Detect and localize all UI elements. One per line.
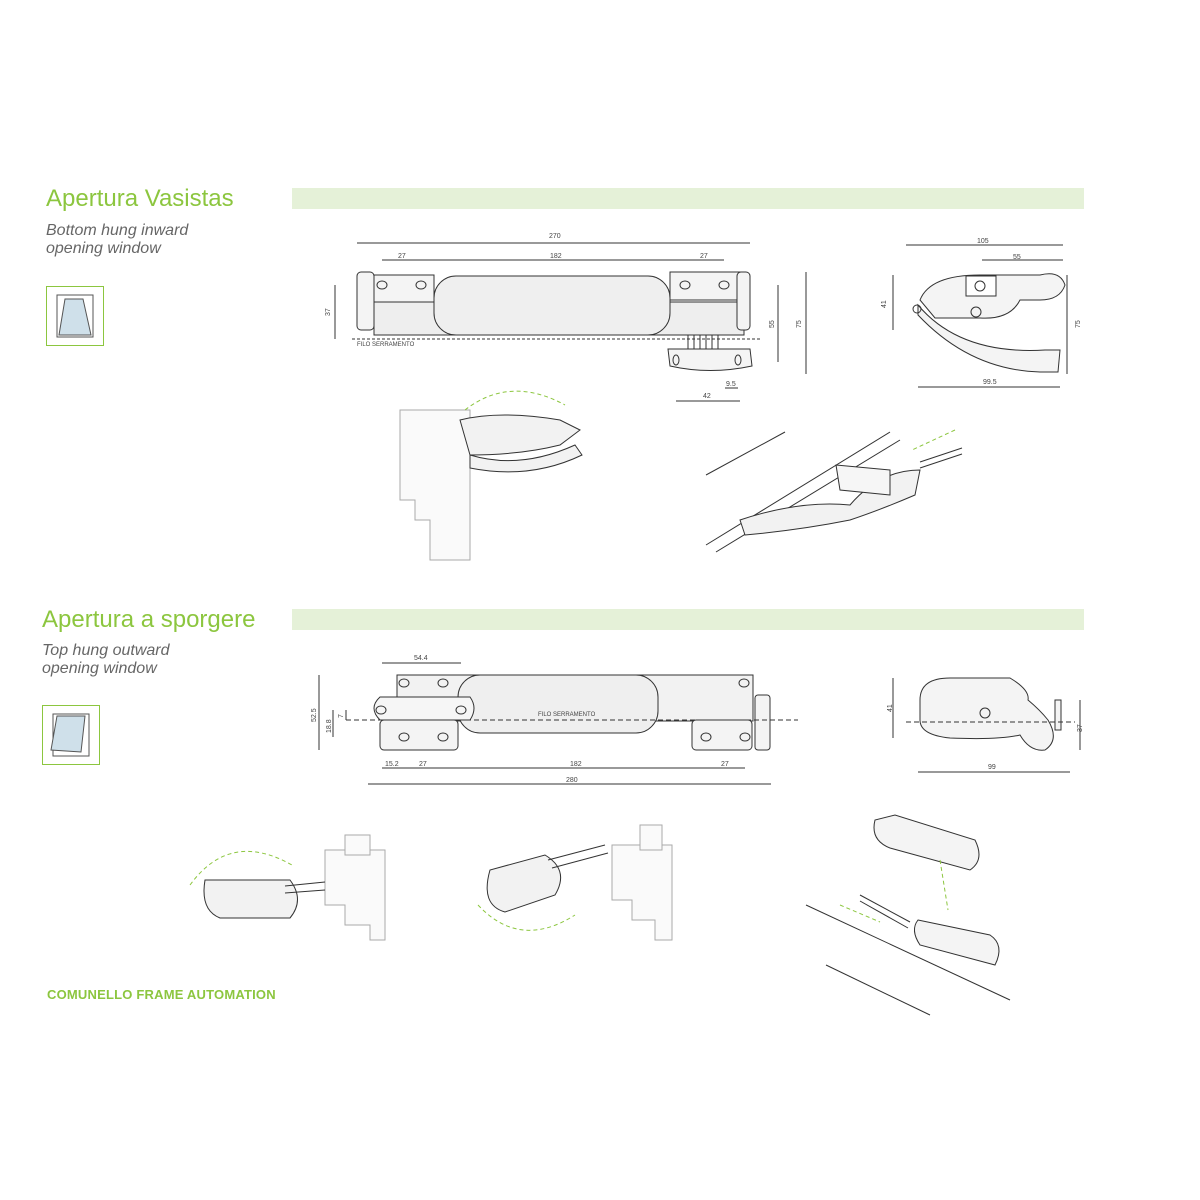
- dim-side-offset: 37: [1077, 724, 1084, 732]
- dim-left-pitch: 27: [398, 253, 406, 260]
- dim-overall-height: 52.5: [311, 708, 318, 722]
- section-subtitle-vasistas: Bottom hung inward opening window: [46, 222, 246, 258]
- dim-side-depth: 99: [988, 764, 996, 771]
- dim-bracket-height: 55: [769, 320, 776, 328]
- dim-center-pitch: 182: [570, 761, 582, 768]
- dim-overall-length: 280: [566, 777, 578, 784]
- installation-sketch-sporgere-3: [805, 814, 1011, 1016]
- installation-sketch-vasistas-left: [399, 390, 583, 561]
- dim-bracket-width: 42: [703, 393, 711, 400]
- installation-sketch-sporgere-1: [189, 834, 386, 941]
- section-title-sporgere: Apertura a sporgere: [42, 606, 256, 633]
- actuator-side-view-sporgere: [892, 677, 1081, 773]
- dim-bracket-offset: 9.5: [726, 381, 736, 388]
- dim-side-depth: 99.5: [983, 379, 997, 386]
- subtitle-line: Top hung outward: [42, 642, 170, 659]
- installation-sketch-sporgere-2: [477, 824, 673, 941]
- dim-side-height: 41: [881, 300, 888, 308]
- dim-right-pitch: 27: [721, 761, 729, 768]
- dim-hole-offset: 18.8: [326, 719, 333, 733]
- dim-bracket-width: 54.4: [414, 655, 428, 662]
- section-band: [292, 188, 1084, 209]
- subtitle-line: Bottom hung inward: [46, 222, 189, 239]
- installation-sketch-vasistas-right: [705, 429, 963, 553]
- section-title-vasistas: Apertura Vasistas: [46, 185, 234, 212]
- actuator-front-view-vasistas: [334, 242, 807, 402]
- bottom-hung-window-icon: [46, 286, 104, 346]
- dim-side-width: 105: [977, 238, 989, 245]
- dim-side-overall-height: 75: [1075, 320, 1082, 328]
- subtitle-line: opening window: [46, 240, 161, 257]
- dim-edge-offset: 15.2: [385, 761, 399, 768]
- dim-center-pitch: 182: [550, 253, 562, 260]
- section-subtitle-sporgere: Top hung outward opening window: [42, 642, 242, 678]
- footer-brand: COMUNELLO FRAME AUTOMATION: [47, 987, 276, 1002]
- top-hung-window-icon: [42, 705, 100, 765]
- dim-overall-length: 270: [549, 233, 561, 240]
- actuator-front-view-sporgere: [318, 662, 798, 785]
- section-band: [292, 609, 1084, 630]
- dim-side-pitch: 55: [1013, 254, 1021, 261]
- dim-line-offset: 7: [338, 714, 345, 718]
- actuator-side-view-vasistas: [892, 244, 1068, 388]
- frame-line-label: FILO SERRAMENTO: [357, 342, 415, 348]
- dim-overall-height: 75: [796, 320, 803, 328]
- dim-height-left: 37: [325, 308, 332, 316]
- dim-left-pitch: 27: [419, 761, 427, 768]
- subtitle-line: opening window: [42, 660, 157, 677]
- dim-right-pitch: 27: [700, 253, 708, 260]
- dim-side-height: 41: [887, 704, 894, 712]
- frame-line-label: FILO SERRAMENTO: [538, 712, 596, 718]
